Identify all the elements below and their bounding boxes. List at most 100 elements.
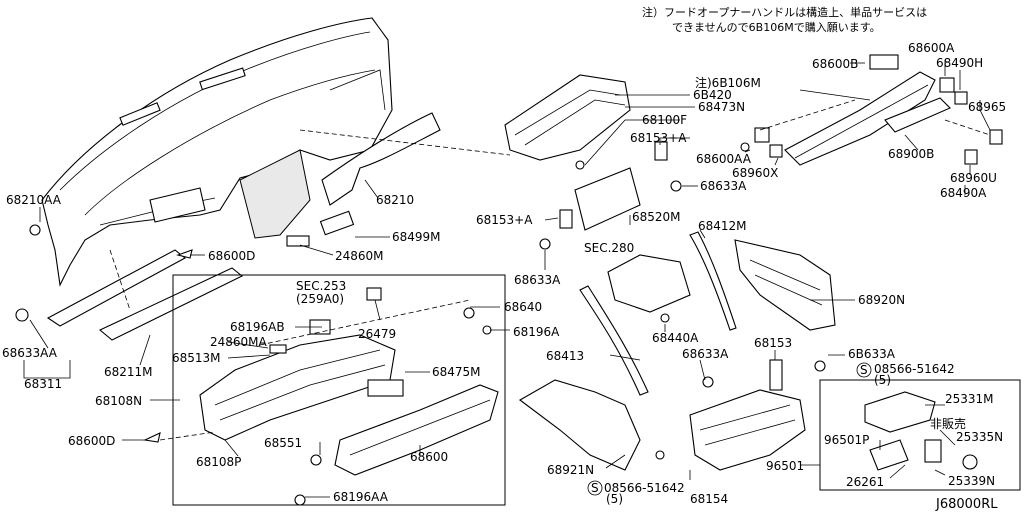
glovebox-lid-68108P[interactable] — [199, 334, 396, 441]
clip-68633A-low[interactable] — [702, 376, 714, 388]
label-68413: 68413 — [546, 349, 584, 363]
label-68412M: 68412M — [698, 219, 747, 233]
part-68960X[interactable] — [769, 144, 783, 158]
label-68440A: 68440A — [652, 331, 699, 345]
label-5-left: (5) — [606, 492, 623, 506]
label-68600A: 68600A — [908, 41, 955, 55]
label-68600D-mid: 68600D — [208, 249, 255, 263]
part-25339N[interactable] — [924, 439, 942, 463]
label-68100F: 68100F — [642, 113, 687, 127]
label-25335N: 25335N — [956, 430, 1003, 444]
label-68196AA: 68196AA — [333, 490, 389, 504]
part-68153A-mid[interactable] — [559, 209, 573, 229]
part-68551[interactable] — [310, 454, 322, 466]
lower-trim-68311[interactable] — [46, 249, 186, 327]
glovebox-68600[interactable] — [334, 384, 499, 476]
part-68499M[interactable] — [319, 210, 355, 236]
panel-68921N[interactable] — [519, 379, 641, 471]
leader-lines — [23, 60, 991, 498]
part-68153[interactable] — [769, 359, 783, 391]
label-6B420: 6B420 — [693, 88, 732, 102]
label-68108P: 68108P — [196, 455, 241, 469]
part-68600A[interactable] — [939, 77, 955, 93]
label-96501P: 96501P — [824, 433, 869, 447]
label-SEC280: SEC.280 — [584, 241, 634, 255]
label-68211M: 68211M — [104, 365, 153, 379]
label-68210: 68210 — [376, 193, 414, 207]
bolt-symbol-right — [856, 362, 872, 378]
label-68153: 68153 — [754, 336, 792, 350]
label-6B633A: 6B633A — [848, 347, 896, 361]
lower-trim-68211M[interactable] — [98, 267, 244, 341]
screw-68196A[interactable] — [482, 325, 492, 335]
label-25331M: 25331M — [945, 392, 994, 406]
guide-line-3 — [109, 249, 131, 311]
clip-68100F[interactable] — [575, 160, 585, 170]
label-68490H: 68490H — [936, 56, 983, 70]
part-68960U[interactable] — [964, 149, 978, 165]
part-26479[interactable] — [366, 287, 382, 301]
part-68600D-mid[interactable] — [176, 249, 193, 259]
bolt-symbol-left-glyph: S — [591, 481, 599, 495]
label-68475M: 68475M — [432, 365, 481, 379]
bolt-symbol-left — [587, 480, 603, 496]
bracket-SEC280[interactable] — [574, 167, 641, 231]
label-68153A-top: 68153+A — [630, 131, 687, 145]
note-line-1: 注）フードオープナーハンドルは構造上、単品サービスは — [642, 5, 927, 19]
label-08566-left: 08566-51642 — [604, 481, 685, 495]
part-68900B[interactable] — [884, 97, 951, 133]
hood-opener-6B106M[interactable] — [784, 71, 936, 166]
label-68633A-top: 68633A — [700, 179, 747, 193]
label-68921N: 68921N — [547, 463, 594, 477]
clip-68633AA[interactable] — [15, 308, 29, 322]
clip-68633A-mid[interactable] — [539, 238, 551, 250]
label-68600B: 68600B — [812, 57, 858, 71]
mirror-96501P[interactable] — [869, 439, 909, 471]
clip-68600AA[interactable] — [740, 142, 750, 152]
guide-line-5 — [944, 119, 991, 136]
guide-line-2 — [259, 299, 471, 346]
part-68475M[interactable] — [367, 379, 404, 397]
label-68640: 68640 — [504, 300, 542, 314]
part-68600D-left[interactable] — [143, 432, 161, 443]
part-68490H[interactable] — [954, 91, 968, 105]
clip-68210AA[interactable] — [29, 224, 41, 236]
label-24860MA: 24860MA — [210, 335, 268, 349]
label-68520M: 68520M — [632, 210, 681, 224]
instrument-panel-assembly[interactable] — [41, 17, 393, 287]
trim-68412M[interactable] — [689, 231, 737, 331]
label-68499M: 68499M — [392, 230, 441, 244]
label-5-right: (5) — [874, 373, 891, 387]
label-68900B: 68900B — [888, 147, 934, 161]
label-68633AA: 68633AA — [2, 346, 58, 360]
label-68633A-low: 68633A — [682, 347, 729, 361]
label-68490A: 68490A — [940, 186, 987, 200]
screw-68196AA[interactable] — [294, 494, 306, 506]
part-24860M[interactable] — [286, 235, 310, 247]
part-68640[interactable] — [463, 307, 475, 319]
panel-68920N[interactable] — [734, 239, 836, 331]
label-68210AA: 68210AA — [6, 193, 62, 207]
screw-68154[interactable] — [655, 450, 665, 460]
clip-68633A-top[interactable] — [670, 180, 682, 192]
bracket-68520M[interactable] — [607, 254, 691, 313]
clip-6B633A[interactable] — [814, 360, 826, 372]
part-68600B[interactable] — [869, 54, 899, 70]
part-68473N[interactable] — [754, 127, 770, 143]
clip-68440A[interactable] — [660, 313, 670, 323]
trim-68413[interactable] — [579, 285, 649, 396]
mirror-25331M[interactable] — [864, 391, 936, 433]
label-68633A-mid: 68633A — [514, 273, 561, 287]
label-26479: 26479 — [358, 327, 396, 341]
part-24860MA[interactable] — [269, 344, 287, 354]
bracket-68154[interactable] — [689, 389, 806, 471]
part-25335N[interactable] — [962, 454, 978, 470]
label-68600: 68600 — [410, 450, 448, 464]
cover-68210[interactable] — [321, 112, 441, 206]
part-68965[interactable] — [989, 129, 1003, 145]
part-68153A-top[interactable] — [654, 141, 668, 161]
label-259A0: (259A0) — [296, 292, 344, 306]
note-line-2: できませんので6B106Mで購入願います。 — [672, 20, 881, 34]
guide-line-1 — [299, 129, 511, 156]
